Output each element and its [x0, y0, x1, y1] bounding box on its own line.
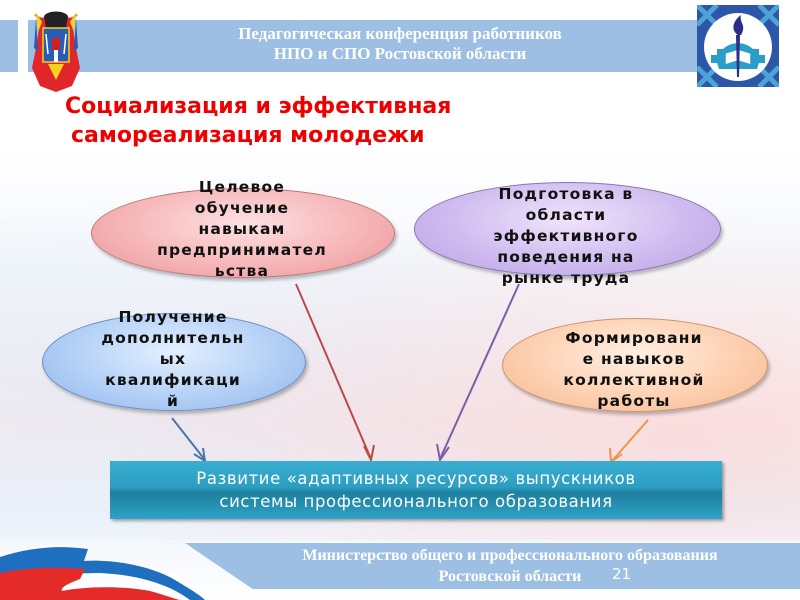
oval-entrepreneurship-label: Целевое обучение навыкам предпринимател …: [157, 178, 327, 280]
oval-labor-market: [414, 182, 721, 276]
oval-labor-market-label: Подготовка в области эффективного поведе…: [493, 185, 639, 287]
page-number: 21: [612, 565, 632, 583]
coat-of-arms-icon: [32, 11, 80, 92]
conference-title-line2: НПО и СПО Ростовской области: [273, 44, 527, 63]
oval-qualifications: [42, 313, 306, 411]
footer-band: [185, 543, 800, 589]
conference-title: Педагогическая конференция работников НП…: [130, 24, 670, 64]
education-emblem-icon: [697, 5, 779, 87]
oval-qualifications-label: Получение дополнительн ых квалификаци й: [101, 308, 245, 410]
oval-entrepreneurship: [91, 188, 395, 278]
result-box: Развитие «адаптивных ресурсов» выпускник…: [110, 461, 722, 519]
oval-teamwork: [502, 318, 768, 412]
slide-title: Социализация и эффективная самореализаци…: [65, 92, 451, 150]
ministry-line1: Министерство общего и профессионального …: [302, 547, 718, 564]
header-band: [0, 20, 800, 72]
result-line2: системы профессионального образования: [219, 492, 613, 511]
slide-title-line1: Социализация и эффективная: [65, 94, 452, 119]
ministry-text: Министерство общего и профессионального …: [230, 545, 790, 587]
russian-flag-ribbon-icon: [0, 545, 215, 600]
ministry-line2: Ростовской области: [438, 568, 582, 585]
oval-teamwork-label: Формировани е навыков коллективной работ…: [563, 329, 705, 410]
result-line1: Развитие «адаптивных ресурсов» выпускник…: [196, 469, 636, 488]
conference-title-line1: Педагогическая конференция работников: [238, 24, 562, 43]
slide-title-line2: самореализация молодежи: [71, 123, 425, 148]
header-band-gap: [18, 20, 28, 72]
